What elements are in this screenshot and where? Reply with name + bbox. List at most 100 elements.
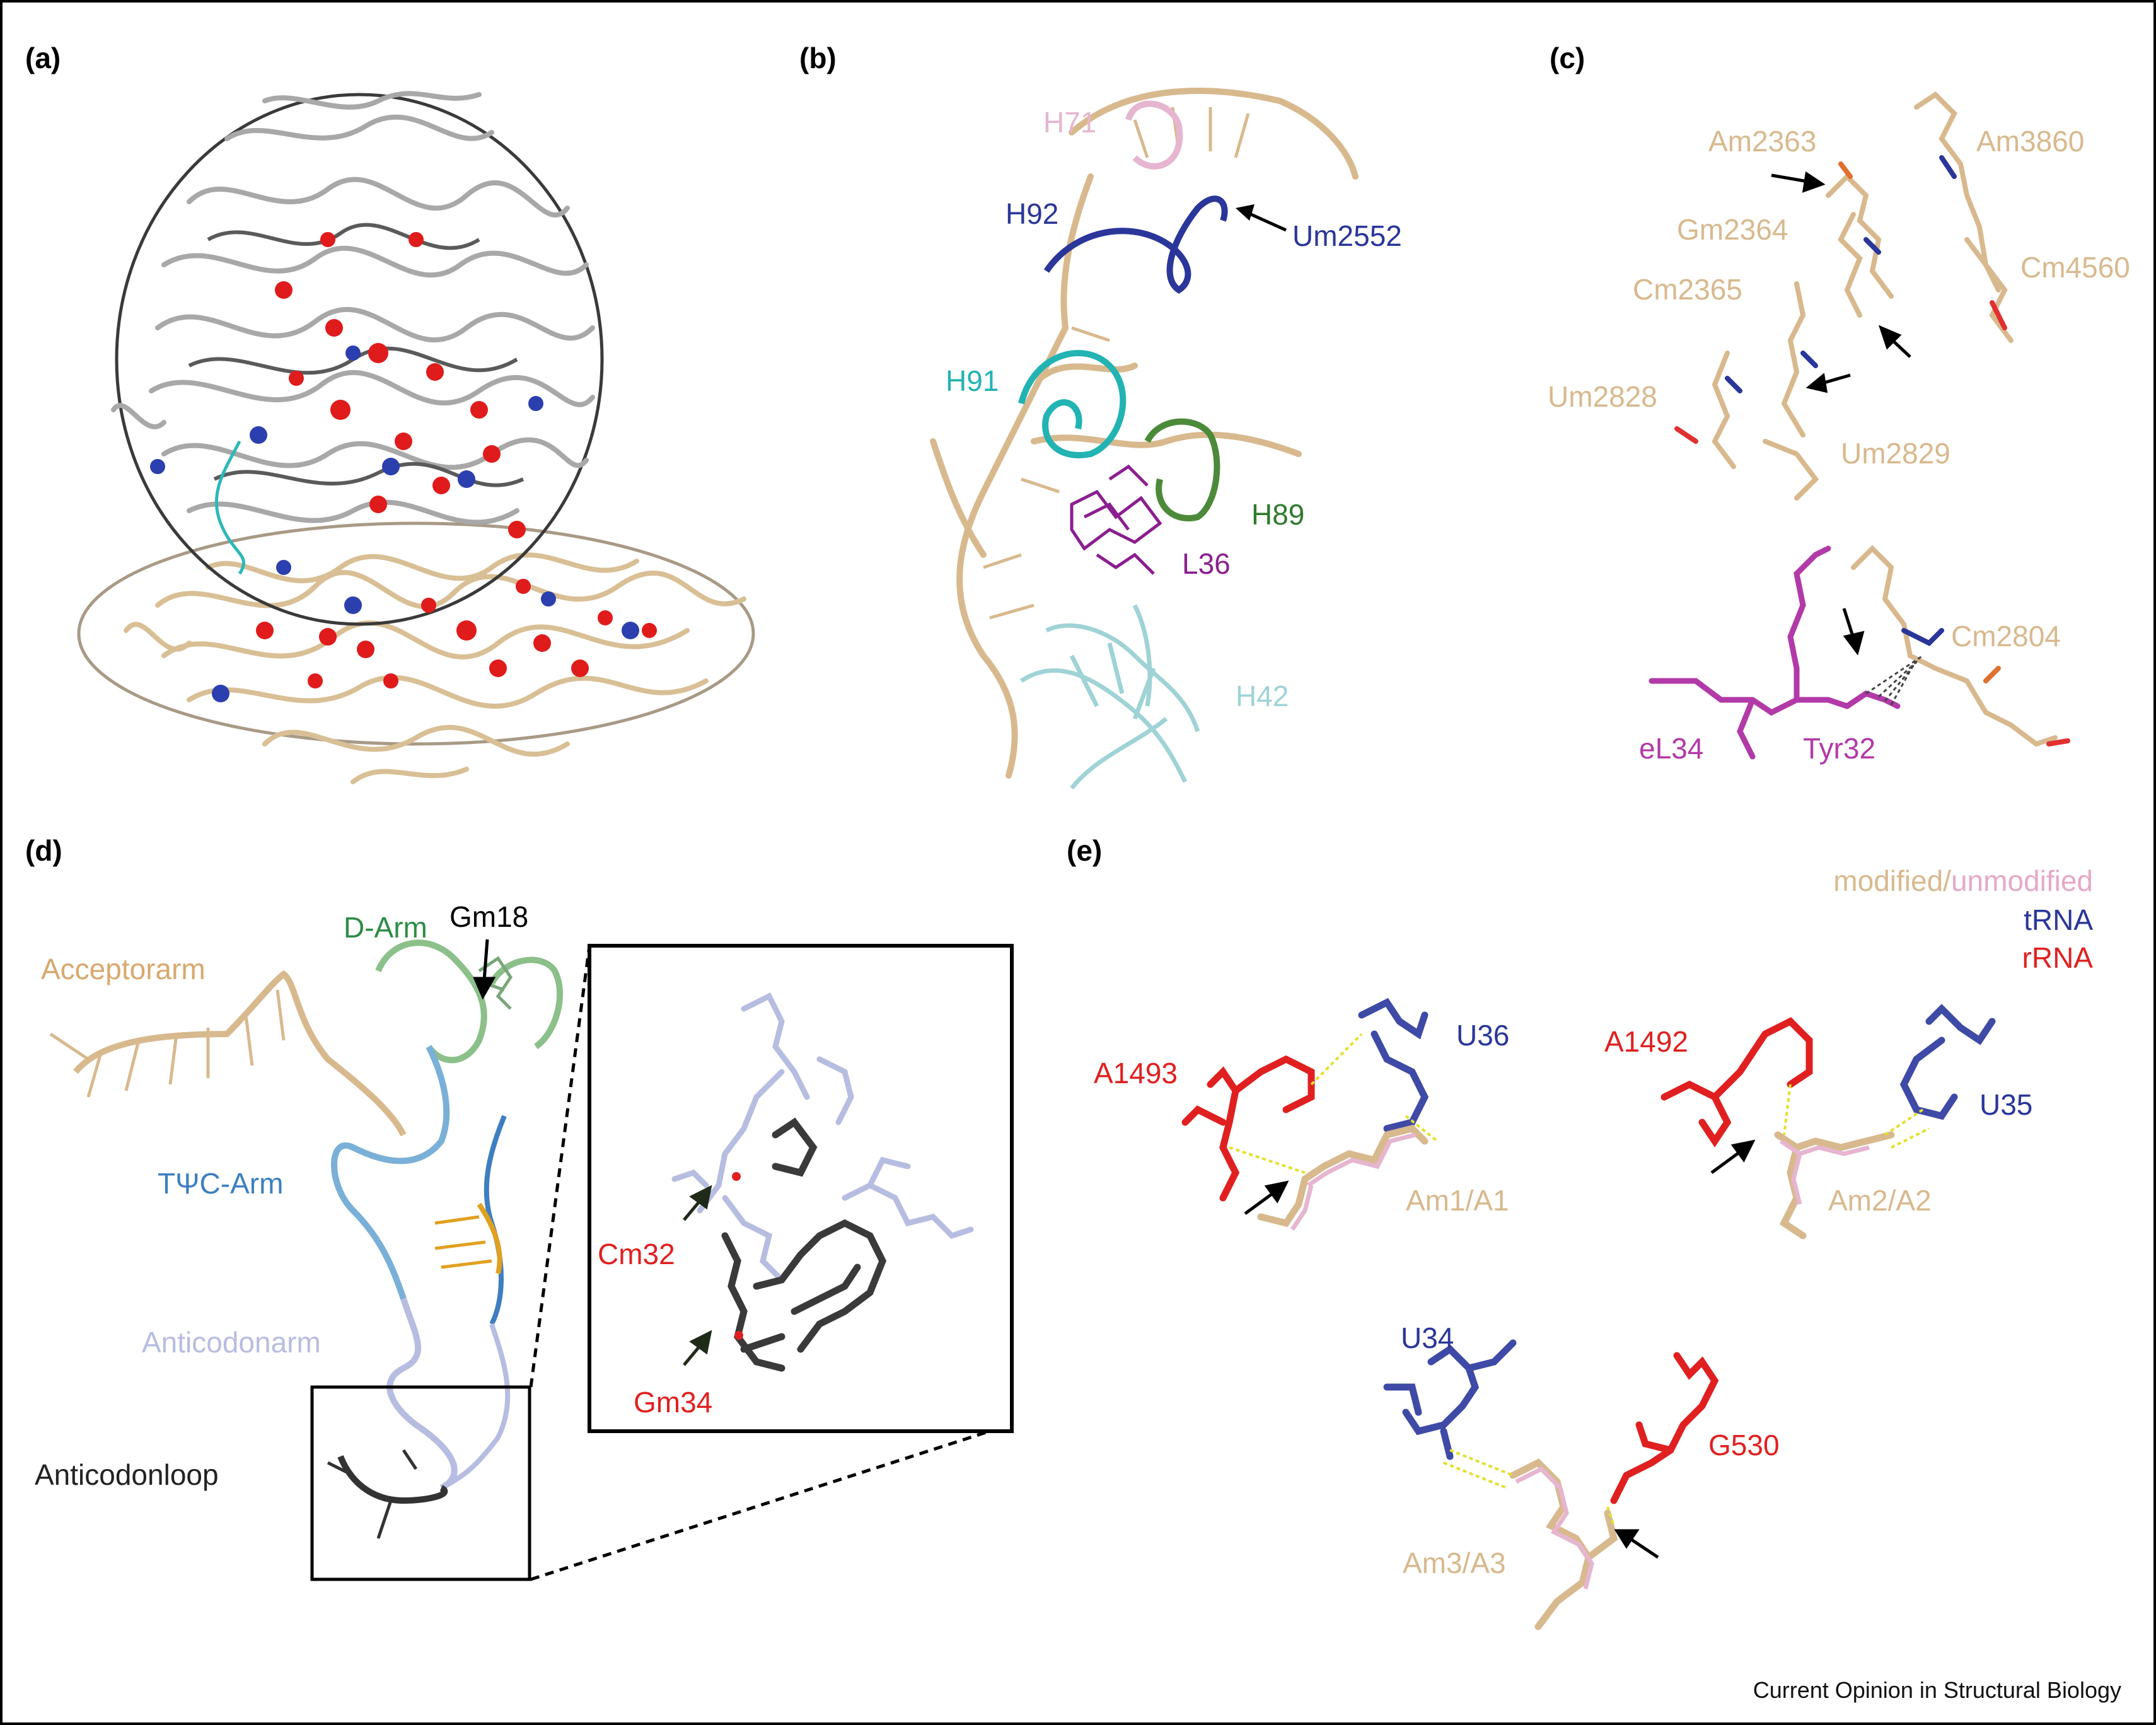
arrows-c-upper — [1771, 171, 1911, 393]
label-a1493: A1493 — [1094, 1057, 1178, 1089]
pair1-tan-sticks — [1257, 1124, 1429, 1228]
helix-h92 — [1043, 195, 1228, 294]
helix-h89 — [1144, 418, 1220, 521]
cyan-trna-trace — [214, 440, 245, 575]
small-subunit-outline — [77, 521, 755, 746]
panel-c: (c) Am2363 Am3860 Gm2364 Cm4560 — [1548, 42, 2130, 765]
legend-unmodified: unmodified — [1951, 864, 2093, 897]
arrow-gm18 — [473, 939, 496, 1000]
pair3-blue-sticks — [1383, 1339, 1517, 1460]
panel-e-letter: (e) — [1067, 834, 1102, 867]
pair1-hbonds — [1229, 1033, 1439, 1174]
anticodonloop-box — [310, 1385, 531, 1581]
panel-a: (a) — [25, 42, 755, 784]
label-h42: H42 — [1236, 680, 1289, 712]
large-subunit-ribbons — [111, 91, 595, 525]
label-am1-a1: Am1/A1 — [1406, 1184, 1509, 1217]
label-tpsic-arm: TΨC-Arm — [158, 1167, 283, 1200]
modification-sites-blue — [150, 346, 639, 702]
label-h91: H91 — [946, 364, 999, 397]
acceptor-arm-backbone — [73, 970, 407, 1137]
anticodon-arm-backbone — [386, 1298, 458, 1491]
rrna-backbone-tan — [930, 88, 1359, 779]
legend-trna: tRNA — [2024, 903, 2093, 936]
large-subunit-outline — [115, 93, 604, 626]
nucleotide-sticks-lower — [1851, 545, 2070, 747]
pair2-arrow — [1710, 1139, 1756, 1175]
anticodon-loop-bases — [327, 1449, 418, 1539]
pair2-pink-sticks — [1780, 1139, 1870, 1205]
legend-modified-unmodified: modified/unmodified — [1833, 864, 2093, 897]
pair2-hbonds — [1783, 1084, 1930, 1149]
panel-b: (b) — [799, 42, 1402, 790]
helix-h71 — [1125, 100, 1183, 170]
label-h89: H89 — [1251, 498, 1304, 531]
inset-dark-sticks — [721, 1117, 887, 1372]
pair3-hbonds — [1443, 1449, 1615, 1526]
pair3-pink-sticks — [1515, 1466, 1594, 1589]
tpsic-arm-backbone — [331, 1045, 450, 1300]
label-um2829: Um2829 — [1841, 437, 1950, 470]
label-h92: H92 — [1006, 197, 1058, 230]
pair3-arrow — [1614, 1529, 1659, 1559]
label-cm2804: Cm2804 — [1951, 620, 2061, 653]
label-l36: L36 — [1182, 547, 1231, 580]
label-el34: eL34 — [1639, 732, 1703, 765]
pair1-pink-sticks — [1290, 1132, 1416, 1231]
label-cm32: Cm32 — [598, 1238, 675, 1270]
panel-d-letter: (d) — [25, 834, 62, 867]
label-gm2364: Gm2364 — [1677, 213, 1788, 246]
label-gm34: Gm34 — [634, 1386, 712, 1419]
label-acceptorarm: Acceptorarm — [41, 953, 206, 985]
label-am2363: Am2363 — [1708, 125, 1816, 158]
pair1-blue-sticks — [1358, 997, 1429, 1132]
zoom-inset-box — [588, 944, 1014, 1433]
d-arm-backbone — [375, 939, 563, 1064]
arrow-um2552 — [1236, 204, 1287, 232]
label-g530: G530 — [1708, 1429, 1780, 1461]
helix-h91 — [1018, 350, 1127, 458]
protein-el34-sticks — [1649, 545, 1901, 760]
label-a1492: A1492 — [1604, 1025, 1688, 1058]
label-gm18: Gm18 — [449, 900, 528, 933]
pair2-blue-sticks — [1899, 1004, 1996, 1120]
zoom-leader-bottom — [530, 1429, 990, 1581]
protein-l36 — [1070, 464, 1162, 575]
panel-b-letter: (b) — [799, 42, 837, 74]
label-am2-a2: Am2/A2 — [1828, 1184, 1932, 1217]
legend-modified: modified/ — [1833, 864, 1951, 897]
label-am3-a3: Am3/A3 — [1403, 1547, 1506, 1579]
label-u36: U36 — [1456, 1019, 1509, 1052]
pair1-red-sticks — [1181, 1055, 1315, 1202]
label-h71: H71 — [1043, 106, 1096, 139]
label-tyr32: Tyr32 — [1803, 732, 1875, 765]
gm34-marker — [734, 1331, 743, 1340]
panel-e: (e) modified/unmodified tRNA rRNA — [1067, 834, 2094, 1630]
arrow-c-lower — [1842, 608, 1865, 656]
label-um2552: Um2552 — [1292, 219, 1402, 252]
pair3-red-sticks — [1610, 1352, 1719, 1504]
inset-arrows — [683, 1185, 712, 1366]
modification-sites-red — [256, 232, 657, 688]
label-cm2365: Cm2365 — [1633, 273, 1742, 306]
label-anticodonloop: Anticodonloop — [35, 1458, 219, 1491]
label-u35: U35 — [1979, 1088, 2032, 1121]
label-anticodonarm: Anticodonarm — [142, 1326, 321, 1359]
pair3-tan-sticks — [1509, 1458, 1618, 1630]
label-um2828: Um2828 — [1548, 380, 1657, 413]
label-d-arm: D-Arm — [344, 911, 427, 944]
label-cm4560: Cm4560 — [2020, 251, 2130, 284]
anticodon-loop-backbone — [337, 1455, 448, 1504]
zoom-leader-top — [529, 945, 591, 1388]
acceptor-arm-bases — [49, 989, 286, 1098]
journal-credit: Current Opinion in Structural Biology — [1753, 1677, 2121, 1703]
small-subunit-ribbons — [124, 552, 746, 784]
rrna-bases-tan — [983, 107, 1250, 620]
nucleotide-sticks-upper — [1674, 91, 2014, 501]
label-am3860: Am3860 — [1976, 125, 2084, 158]
legend-rrna: rRNA — [2022, 941, 2094, 974]
hbond-dashes-c — [1865, 654, 1923, 706]
pair1-arrow — [1244, 1180, 1289, 1216]
